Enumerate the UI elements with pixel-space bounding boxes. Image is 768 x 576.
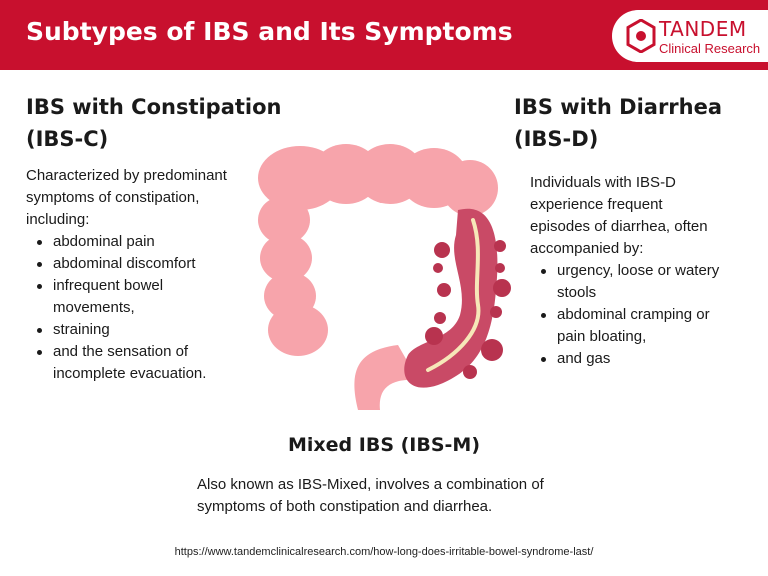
tandem-logo-icon (626, 19, 656, 53)
diarrhea-intro: Individuals with IBS-D experience freque… (530, 174, 708, 257)
list-item: straining (26, 319, 236, 341)
list-item: abdominal cramping or pain bloating, (530, 304, 726, 348)
colon-illustration-icon (258, 144, 511, 410)
diarrhea-title: IBS with Diarrhea (IBS-D) (514, 95, 723, 151)
constipation-title: IBS with Constipation (IBS-C) (26, 95, 282, 151)
logo-subtitle: Clinical Research (659, 41, 761, 56)
header-bar: Subtypes of IBS and Its Symptoms TANDEM … (0, 0, 768, 70)
page-title: Subtypes of IBS and Its Symptoms (26, 17, 513, 46)
source-link[interactable]: https://www.tandemclinicalresearch.com/h… (174, 546, 594, 558)
mixed-title: Mixed IBS (IBS-M) (287, 434, 481, 456)
list-item: abdominal discomfort (26, 253, 236, 275)
list-item: urgency, loose or watery stools (530, 260, 726, 304)
list-item: and the sensation of incomplete evacuati… (26, 341, 236, 385)
constipation-symptom-list: abdominal pain abdominal discomfort infr… (26, 231, 236, 385)
diarrhea-symptom-list: urgency, loose or watery stools abdomina… (530, 260, 726, 370)
list-item: infrequent bowel movements, (26, 275, 236, 319)
mixed-description: Also known as IBS-Mixed, involves a comb… (197, 476, 544, 515)
list-item: abdominal pain (26, 231, 236, 253)
constipation-intro: Characterized by predominant symptoms of… (26, 167, 227, 228)
tandem-logo[interactable]: TANDEM Clinical Research (612, 10, 768, 62)
list-item: and gas (530, 348, 726, 370)
logo-name: TANDEM (659, 17, 747, 41)
